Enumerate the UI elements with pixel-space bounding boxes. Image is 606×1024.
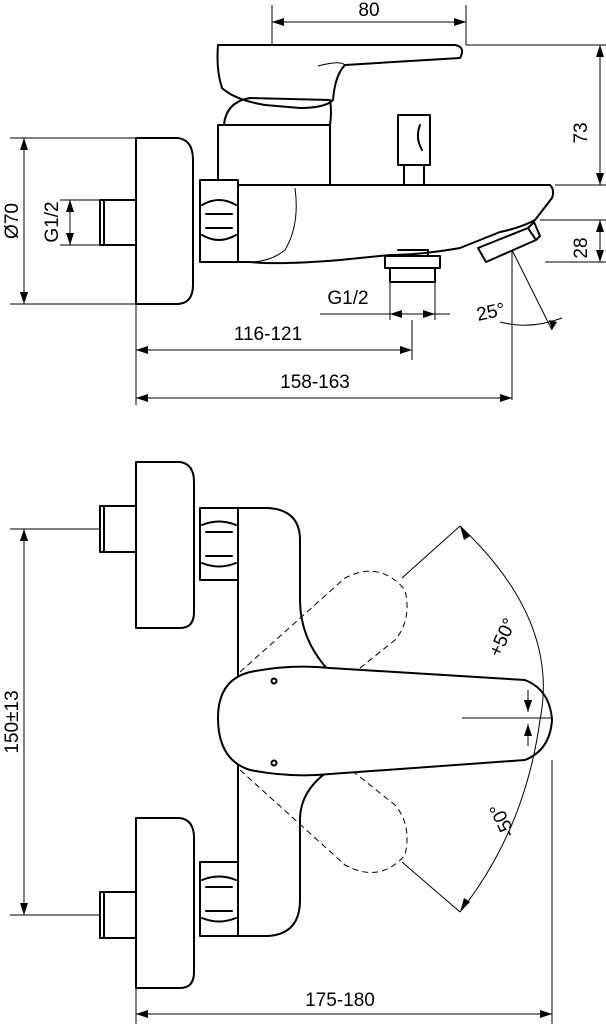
- bottom-inlet-pipe-front: [99, 891, 137, 939]
- top-hex-nut-front: [199, 507, 239, 581]
- bottom-hex-nut-front: [199, 861, 239, 937]
- cartridge-housing-side: [217, 124, 331, 186]
- dim-reach-inner-label: 116-121: [234, 324, 302, 345]
- lever-handle-front: [217, 665, 553, 777]
- handle-plus-label: +50°: [485, 615, 521, 660]
- lever-detail-side: [317, 62, 346, 67]
- dim-73-label: 73: [571, 122, 592, 143]
- wall-rosette-side: [135, 137, 194, 305]
- body-contour-side: [249, 187, 297, 263]
- mixer-body-front: [237, 507, 331, 937]
- dim-overall-width-label: 175-180: [305, 990, 375, 1011]
- handle-screw-top: [270, 677, 278, 685]
- hex-nut-side: [199, 179, 239, 263]
- lever-handle-side: [216, 44, 464, 109]
- dim-outlet-thread-label: G1/2: [327, 288, 368, 309]
- mixer-body-side: [237, 184, 555, 265]
- handle-minus-label: -50°: [486, 800, 520, 841]
- dim-angle-label: 25°: [475, 299, 507, 326]
- front-view: +50° -50° 150±13 175-180: [2, 461, 553, 1024]
- dim-reach-outer-label: 158-163: [280, 372, 350, 393]
- dim-28-label: 28: [571, 237, 592, 258]
- handle-screw-bottom: [270, 759, 278, 767]
- dim-inlet-thread-label: G1/2: [42, 201, 63, 242]
- top-rosette-front: [135, 461, 195, 629]
- diverter-knob-side: [397, 114, 431, 186]
- rotation-arc: [459, 525, 544, 913]
- inlet-pipe-side: [99, 199, 137, 246]
- cartridge-neck-side: [223, 97, 332, 126]
- bottom-rosette-front: [135, 817, 195, 989]
- top-inlet-pipe-front: [99, 505, 137, 553]
- dim-80-label: 80: [358, 0, 379, 21]
- handle-position-up: [239, 570, 408, 701]
- side-view: 80 73 28 Ø70 G1/2 G1/2 25° 116-121 158-1: [2, 0, 606, 405]
- spout-aerator-side: [477, 221, 541, 263]
- dim-diameter-label: Ø70: [2, 203, 23, 239]
- dim-centre-label: 150±13: [2, 690, 23, 753]
